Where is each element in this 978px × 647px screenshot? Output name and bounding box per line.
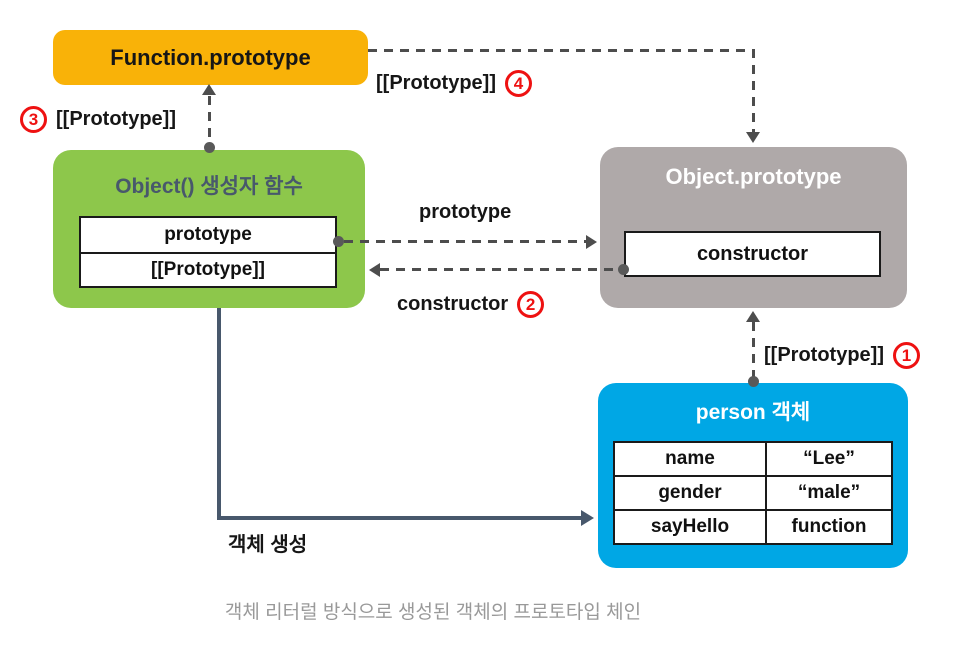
edge-label-text: constructor bbox=[397, 293, 509, 315]
edge-proto3-line bbox=[208, 96, 211, 144]
person-key-name: name bbox=[613, 441, 767, 477]
step-4-badge: 4 bbox=[504, 70, 532, 97]
arrowhead-down-icon bbox=[746, 132, 760, 143]
edge-label-proto1: [[Prototype]] 1 bbox=[764, 342, 920, 369]
person-key-sayhello: sayHello bbox=[613, 509, 767, 545]
arrowhead-right-icon bbox=[581, 510, 594, 526]
origin-dot-icon bbox=[333, 236, 344, 247]
edge-label-text: [[Prototype]] bbox=[764, 344, 884, 366]
object-constructor-slot-table: prototype [[Prototype]] bbox=[79, 216, 337, 288]
origin-dot-icon bbox=[618, 264, 629, 275]
function-prototype-box: Function.prototype bbox=[53, 30, 368, 85]
object-prototype-box: Object.prototype constructor bbox=[600, 147, 907, 308]
slot-constructor: constructor bbox=[624, 231, 881, 277]
function-prototype-title: Function.prototype bbox=[110, 44, 311, 70]
edge-label-proto3: 3 [[Prototype]] bbox=[20, 106, 176, 133]
table-row: sayHello function bbox=[613, 509, 893, 545]
person-key-gender: gender bbox=[613, 475, 767, 511]
object-prototype-title: Object.prototype bbox=[665, 164, 842, 189]
person-value-gender: “male” bbox=[765, 475, 893, 511]
slot-prototype: prototype bbox=[164, 224, 252, 245]
edge-label-text: [[Prototype]] bbox=[56, 108, 176, 130]
origin-dot-icon bbox=[204, 142, 215, 153]
arrowhead-right-icon bbox=[586, 235, 597, 249]
edge-prototype-line bbox=[344, 240, 588, 243]
arrowhead-left-icon bbox=[369, 263, 380, 277]
diagram-caption: 객체 리터럴 방식으로 생성된 객체의 프로토타입 체인 bbox=[224, 602, 642, 623]
edge-proto4-line-h bbox=[368, 49, 754, 52]
object-constructor-box: Object() 생성자 함수 prototype [[Prototype]] bbox=[53, 150, 365, 308]
edge-label-prototype: prototype bbox=[419, 201, 511, 224]
step-1-badge: 1 bbox=[892, 342, 920, 369]
edge-label-text: prototype bbox=[419, 201, 512, 223]
person-property-table: name “Lee” gender “male” sayHello functi… bbox=[613, 441, 893, 545]
person-object-title: person 객체 bbox=[695, 401, 811, 424]
edge-label-text: [[Prototype]] bbox=[376, 72, 496, 94]
slot-internal-prototype: [[Prototype]] bbox=[81, 252, 335, 286]
table-row: gender “male” bbox=[613, 475, 893, 511]
edge-create-line-v bbox=[217, 308, 221, 519]
person-value-name: “Lee” bbox=[765, 441, 893, 477]
edge-label-constructor: constructor 2 bbox=[397, 291, 545, 318]
edge-label-create: 객체 생성 bbox=[228, 528, 307, 557]
edge-label-proto4: [[Prototype]] 4 bbox=[376, 70, 532, 97]
person-object-box: person 객체 name “Lee” gender “male” sayHe… bbox=[598, 383, 908, 568]
arrowhead-up-icon bbox=[746, 311, 760, 322]
step-3-badge: 3 bbox=[20, 106, 47, 133]
edge-proto1-line bbox=[752, 322, 755, 380]
origin-dot-icon bbox=[748, 376, 759, 387]
edge-constructor-line bbox=[380, 268, 620, 271]
edge-proto4-line-v bbox=[752, 49, 755, 133]
person-value-sayhello: function bbox=[765, 509, 893, 545]
table-row: name “Lee” bbox=[613, 441, 893, 477]
edge-create-line-h bbox=[217, 516, 583, 520]
arrowhead-up-icon bbox=[202, 84, 216, 95]
object-constructor-title: Object() 생성자 함수 bbox=[115, 175, 303, 198]
step-2-badge: 2 bbox=[517, 291, 545, 318]
edge-label-text: 객체 생성 bbox=[228, 534, 308, 556]
